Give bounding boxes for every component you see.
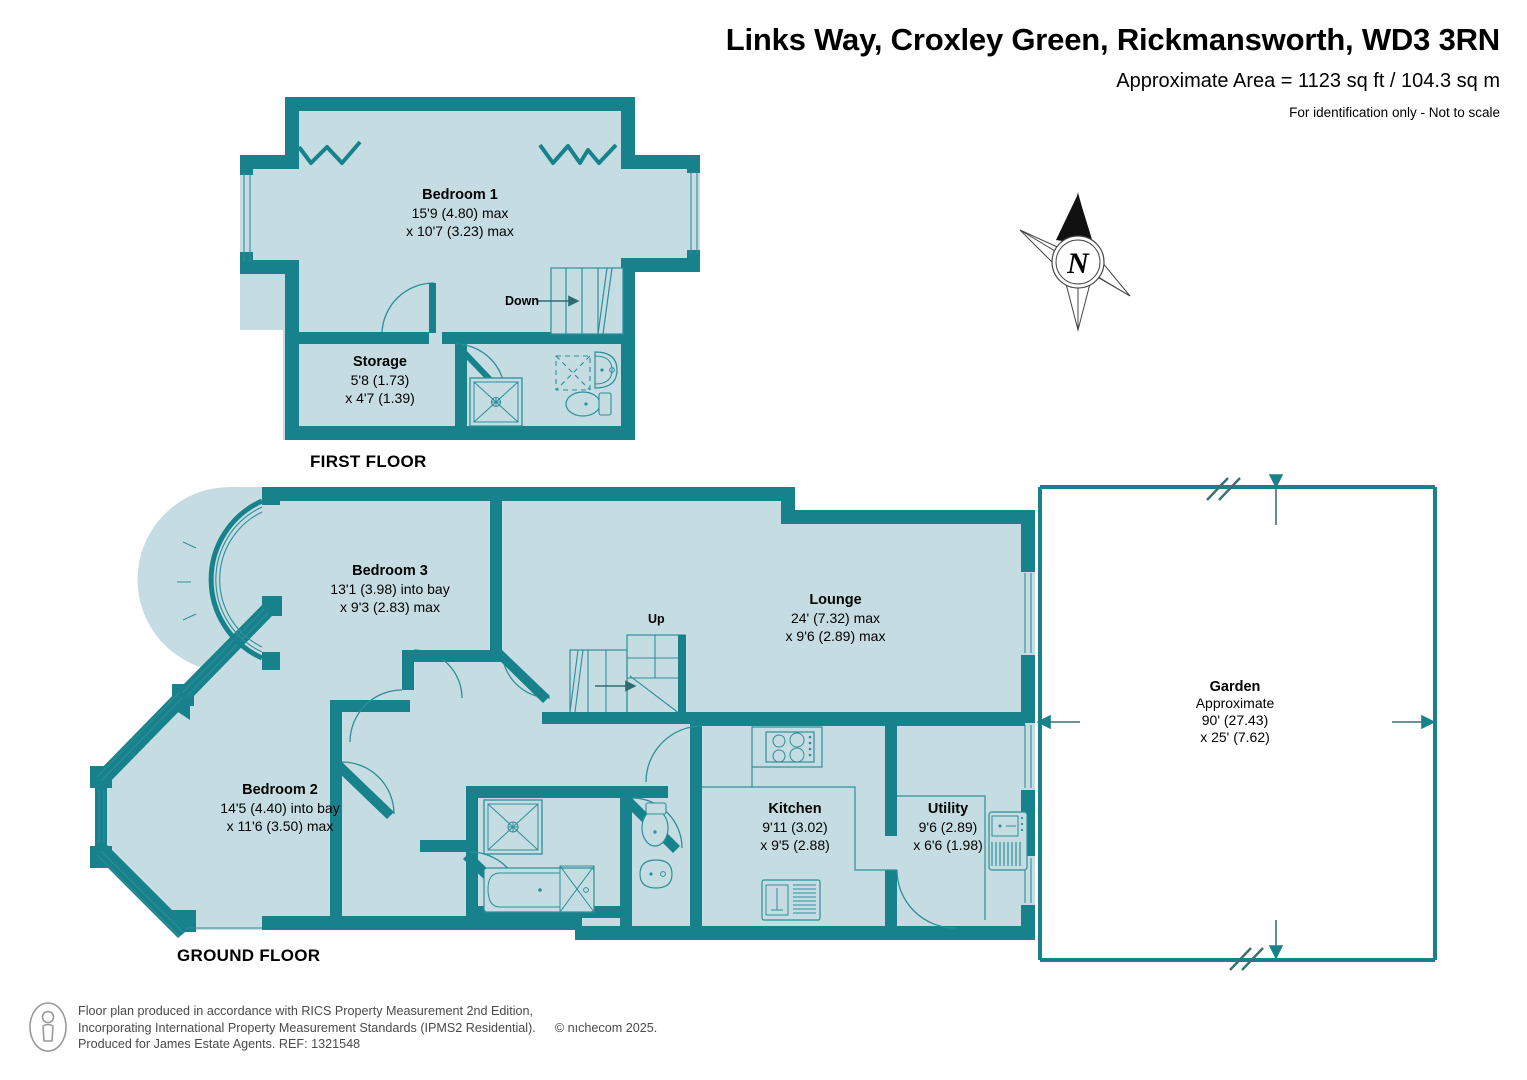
approximate-area: Approximate Area = 1123 sq ft / 104.3 sq… [1116, 70, 1500, 92]
room-dim2-bedroom-2: x 11'6 (3.50) max [226, 818, 334, 834]
room-dim1-bedroom-3: 13'1 (3.98) into bay [330, 581, 450, 597]
eaves-slope-right [538, 143, 618, 165]
floor-label-first: FIRST FLOOR [310, 452, 427, 471]
person-info-icon [29, 1002, 67, 1052]
room-dim2-utility: x 6'6 (1.98) [913, 837, 983, 853]
room-label-utility: Utility [927, 801, 969, 817]
first-floor-fill [240, 97, 635, 440]
room-label-bedroom-2: Bedroom 2 [242, 782, 318, 798]
cloakroom-fixtures [639, 802, 673, 889]
garden-break-marks [1206, 477, 1264, 971]
stairs-up-marker: Up [648, 612, 665, 626]
bathroom-fixtures-ground [483, 799, 595, 913]
kitchen-fixtures [702, 726, 897, 921]
room-label-bedroom-1: Bedroom 1 [422, 187, 498, 203]
room-dim1-lounge: 24' (7.32) max [790, 610, 881, 626]
wc-first [565, 391, 612, 417]
first-floor-window-right [690, 171, 698, 254]
eaves-hatch-first [555, 355, 591, 391]
door-storage [381, 282, 436, 333]
page-title: Links Way, Croxley Green, Rickmansworth,… [725, 22, 1500, 57]
footer-line-3: Produced for James Estate Agents. REF: 1… [78, 1037, 361, 1051]
footer-line-1: Floor plan produced in accordance with R… [78, 1004, 534, 1018]
scale-disclaimer: For identification only - Not to scale [1289, 105, 1500, 120]
basin-first [594, 351, 618, 389]
room-dim2-bedroom-1: x 10'7 (3.23) max [406, 223, 514, 239]
utility-fixtures [897, 795, 1028, 920]
first-floor-walls [240, 97, 700, 440]
footer-line-2a: Incorporating International Property Mea… [78, 1020, 536, 1035]
ground-floor-interior-walls [330, 487, 1025, 928]
room-label-bedroom-3: Bedroom 3 [352, 563, 428, 579]
garden-plan [1036, 474, 1437, 971]
bay-window-bedroom3 [177, 487, 280, 670]
garden-dim2: x 25' (7.62) [1200, 729, 1270, 745]
room-dim2-storage: x 4'7 (1.39) [345, 390, 415, 406]
room-label-kitchen: Kitchen [768, 801, 822, 817]
first-floor-window-left [243, 173, 251, 262]
ground-floor-plan [90, 487, 1035, 940]
footer-disclaimer: Floor plan produced in accordance with R… [78, 1003, 657, 1053]
room-dim1-bedroom-2: 14'5 (4.40) into bay [220, 800, 340, 816]
room-dim2-bedroom-3: x 9'3 (2.83) max [340, 599, 440, 615]
rear-windows [1024, 573, 1032, 903]
footer-copyright: © nıchecom 2025. [554, 1020, 658, 1035]
room-dim1-bedroom-1: 15'9 (4.80) max [411, 205, 509, 221]
room-dim2-kitchen: x 9'5 (2.88) [760, 837, 830, 853]
shower-tray-first [469, 377, 523, 427]
room-dim2-lounge: x 9'6 (2.89) max [785, 628, 886, 644]
room-label-storage: Storage [353, 354, 407, 370]
eaves-slope-left [297, 140, 362, 165]
garden-approximate: Approximate [1195, 695, 1275, 711]
garden-label: Garden [1209, 679, 1261, 695]
room-dim1-kitchen: 9'11 (3.02) [762, 819, 828, 835]
stairs-down-marker: Down [505, 294, 540, 308]
north-compass-rose: N [1019, 192, 1131, 332]
bay-window-bedroom2 [96, 608, 269, 937]
room-dim1-utility: 9'6 (2.89) [918, 819, 978, 835]
ground-floor-staircase [552, 634, 687, 724]
footer-line-2: Incorporating International Property Mea… [78, 1020, 657, 1037]
first-floor-interior-walls [285, 332, 622, 440]
first-floor-staircase [537, 267, 624, 335]
garden-dim1: 90' (27.43) [1201, 712, 1269, 728]
first-floor-plan [240, 97, 700, 440]
room-dim1-storage: 5'8 (1.73) [350, 372, 410, 388]
floor-label-ground: GROUND FLOOR [177, 946, 321, 965]
room-label-lounge: Lounge [809, 592, 862, 608]
compass-north-label: N [1066, 247, 1090, 280]
